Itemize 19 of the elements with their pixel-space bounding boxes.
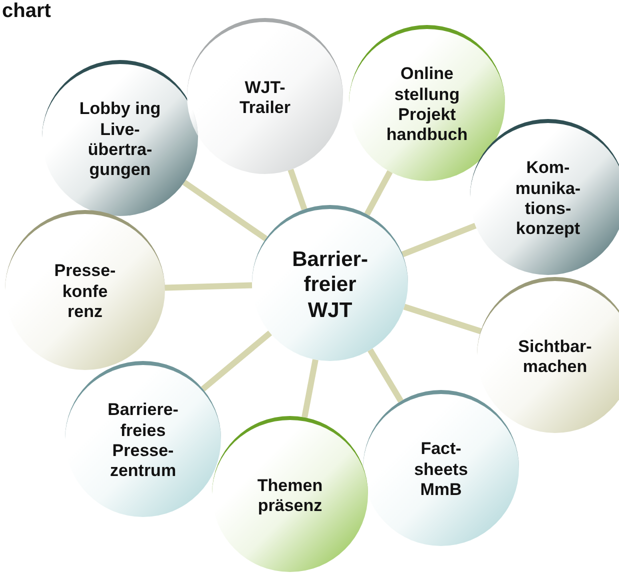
connector-line: [364, 170, 393, 216]
topic-label: Presse- konfe renz: [53, 261, 117, 323]
connector-line: [200, 330, 272, 392]
connector-line: [164, 282, 252, 291]
topic-label: Lobby ing Live- übertra- gungen: [78, 99, 162, 181]
topic-label: Fact- sheets MmB: [413, 439, 469, 501]
topic-label: Barrier- freier WJT: [291, 247, 369, 323]
connector-line: [182, 180, 268, 242]
connector-line: [368, 348, 404, 403]
connector-line: [302, 359, 318, 418]
topic-label: Sichtbar- machen: [517, 336, 593, 378]
chart-title: chart: [2, 0, 51, 23]
topic-label: Barriere- freies Presse- zentrum: [106, 400, 180, 482]
topic-label: WJT- Trailer: [238, 78, 292, 118]
topic-label: Themen präsenz: [256, 476, 324, 516]
connector-line: [288, 168, 308, 210]
connector-line: [401, 222, 477, 258]
topic-label: Online stellung Projekt handbuch: [385, 64, 469, 146]
topic-label: Kom- munika- tions- konzept: [514, 158, 582, 240]
